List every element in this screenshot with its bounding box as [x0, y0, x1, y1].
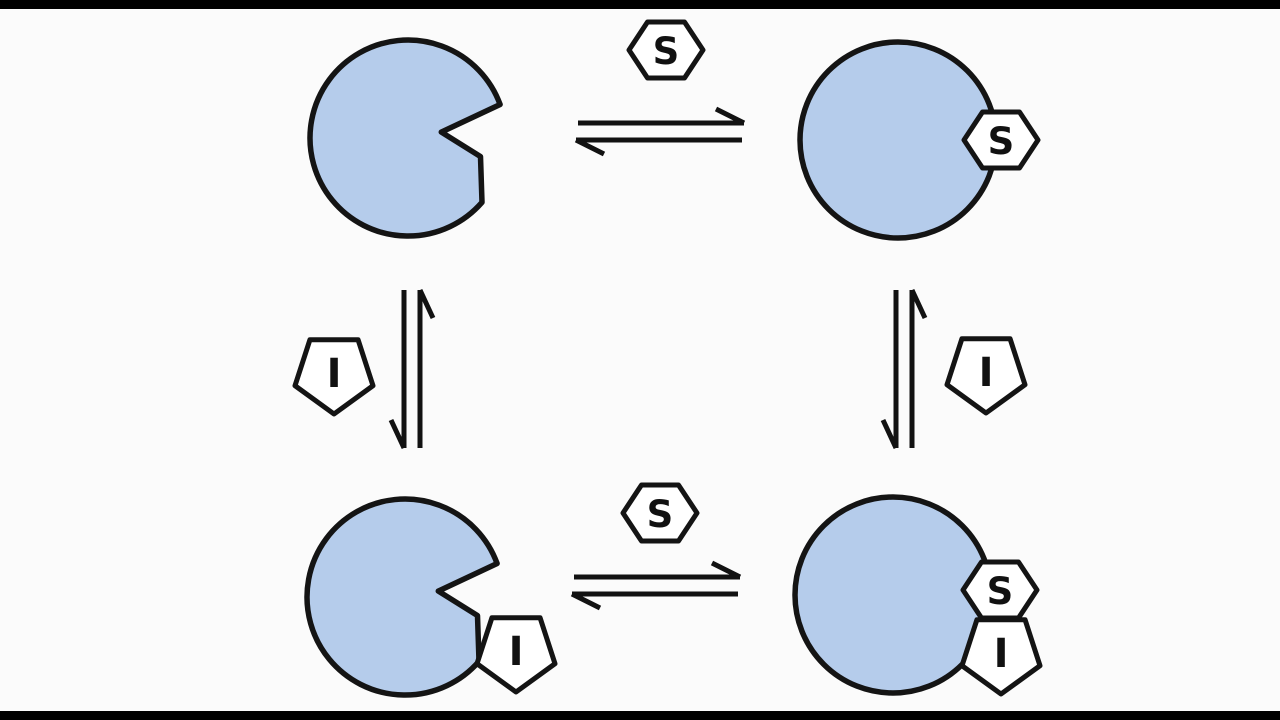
- enzyme-inhibitor-complex: I: [304, 496, 558, 698]
- reaction-substrate-complex-to-esi: I: [880, 288, 1028, 450]
- letterbox-top-bar: [0, 0, 1280, 9]
- substrate-hexagon-icon: [626, 19, 706, 81]
- substrate-label: S: [647, 493, 674, 536]
- bound-substrate-token: S: [961, 109, 1041, 171]
- enzyme-free-body: [307, 37, 503, 239]
- up-harpoon-left: [417, 288, 436, 448]
- bound-substrate-token: S: [960, 559, 1040, 621]
- substrate-token-bottom: S: [620, 482, 700, 544]
- bound-inhibitor-token: I: [959, 617, 1043, 697]
- reaction-free-to-substrate-complex: S: [574, 19, 746, 157]
- down-harpoon-right: [880, 290, 899, 450]
- reverse-harpoon-bottom: [570, 591, 738, 611]
- inhibitor-label: I: [327, 351, 342, 397]
- inhibitor-label: I: [509, 629, 524, 675]
- up-harpoon-right: [909, 288, 928, 448]
- inhibitor-token-right: I: [944, 336, 1028, 416]
- inhibitor-label: I: [994, 631, 1009, 677]
- substrate-label: S: [987, 570, 1014, 613]
- enzyme-ei-body: [304, 496, 500, 698]
- inhibitor-token-left: I: [292, 337, 376, 417]
- substrate-label: S: [988, 120, 1015, 163]
- substrate-token-top: S: [626, 19, 706, 81]
- enzyme-substrate-complex: S: [797, 39, 1041, 241]
- reverse-harpoon-top: [574, 137, 742, 157]
- inhibitor-pentagon-icon: [959, 617, 1043, 697]
- forward-harpoon-bottom: [574, 560, 742, 580]
- reaction-free-to-inhibitor-complex: I: [292, 288, 436, 450]
- reaction-inhibitor-complex-to-esi: S: [570, 482, 742, 611]
- inhibitor-pentagon-icon: [474, 615, 558, 695]
- down-harpoon-left: [388, 290, 407, 450]
- substrate-hexagon-icon: [620, 482, 700, 544]
- enzyme-substrate-inhibitor-complex: S I: [792, 494, 1043, 697]
- inhibitor-label: I: [979, 350, 994, 396]
- forward-harpoon-top: [578, 106, 746, 126]
- inhibitor-pentagon-icon: [292, 337, 376, 417]
- inhibitor-pentagon-icon: [944, 336, 1028, 416]
- bound-inhibitor-token: I: [474, 615, 558, 695]
- substrate-label: S: [653, 30, 680, 73]
- enzyme-free: [307, 37, 503, 239]
- letterbox-bottom-bar: [0, 711, 1280, 720]
- substrate-hexagon-icon: [961, 109, 1041, 171]
